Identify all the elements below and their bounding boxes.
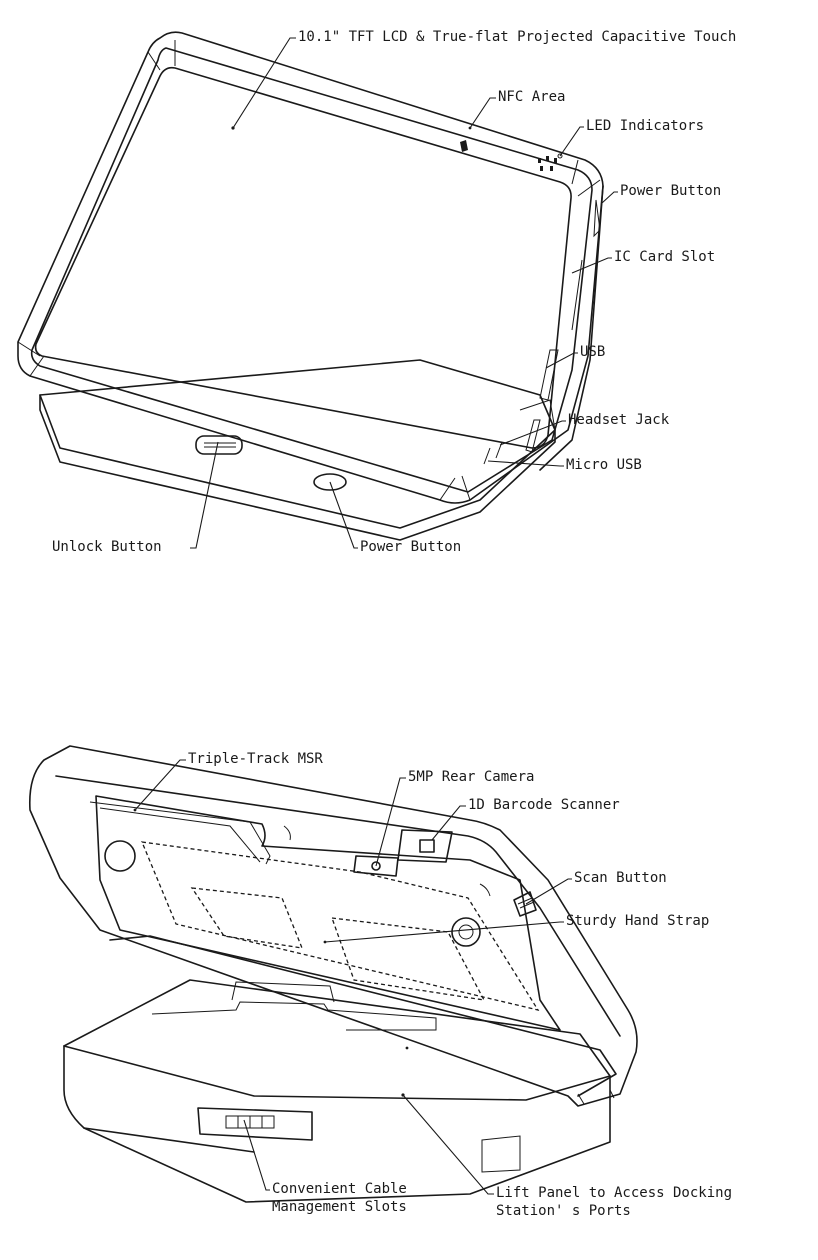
label-rear-camera: 5MP Rear Camera [408, 769, 535, 785]
label-scan-button: Scan Button [574, 870, 667, 886]
label-headset-jack: Headset Jack [568, 412, 670, 428]
front-features [195, 126, 563, 491]
rear-leader-lines [134, 759, 572, 1195]
label-cable-slots: Convenient Cable Management Slots [272, 1181, 407, 1215]
label-lift-panel: Lift Panel to Access Docking Station' s … [496, 1185, 733, 1219]
label-led-indicators: LED Indicators [586, 118, 705, 134]
label-nfc-area: NFC Area [498, 89, 566, 105]
label-barcode-scanner: 1D Barcode Scanner [468, 797, 620, 813]
label-power-button-side: Power Button [620, 183, 722, 199]
rear-dock [63, 808, 617, 1203]
front-leader-lines [190, 37, 618, 549]
front-tablet-body [17, 31, 604, 504]
label-power-button-dock: Power Button [360, 539, 462, 555]
label-triple-track-msr: Triple-Track MSR [188, 751, 323, 767]
rear-tablet-body [28, 745, 638, 1107]
label-ic-card-slot: IC Card Slot [614, 249, 716, 265]
label-usb: USB [580, 344, 606, 360]
label-display: 10.1" TFT LCD & True-flat Projected Capa… [298, 29, 737, 45]
label-micro-usb: Micro USB [566, 457, 642, 473]
label-unlock-button: Unlock Button [52, 539, 162, 555]
label-hand-strap: Sturdy Hand Strap [566, 913, 710, 929]
front-dock-base [39, 359, 556, 541]
